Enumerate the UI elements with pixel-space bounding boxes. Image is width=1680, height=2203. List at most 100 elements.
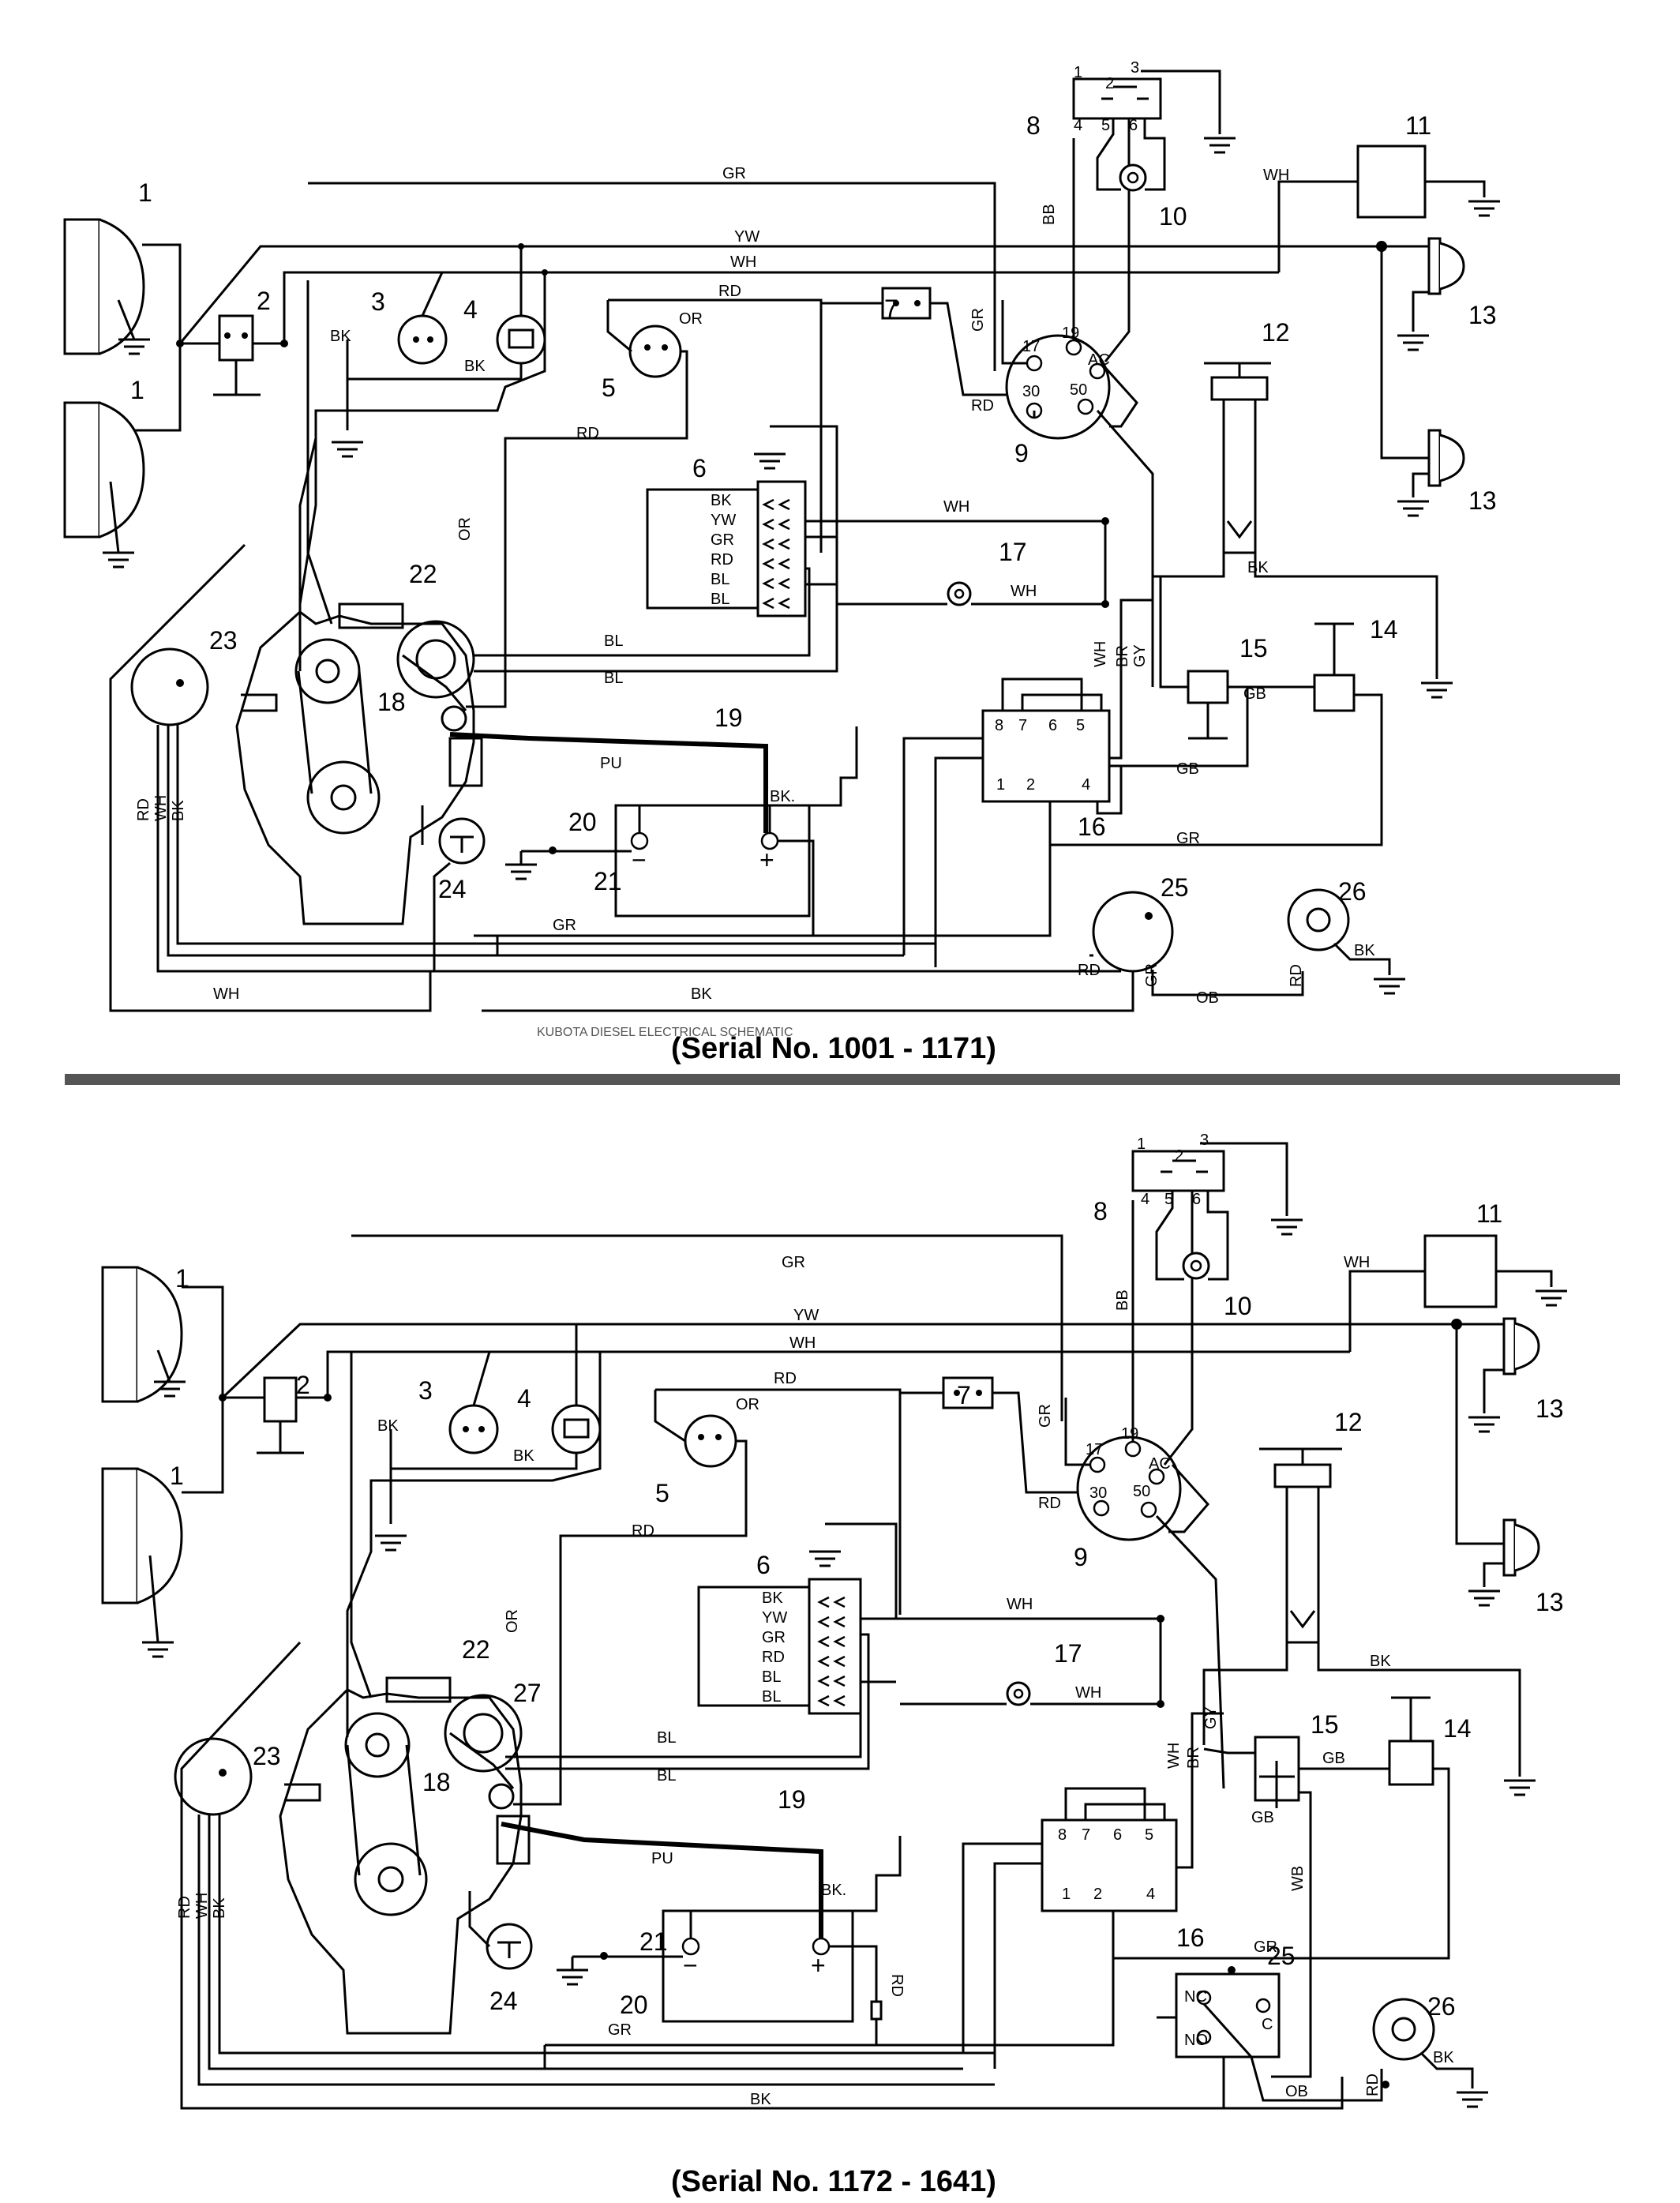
wire-label-yw: YW: [793, 1307, 819, 1324]
sender-23: [130, 647, 209, 726]
connector-6: [646, 488, 759, 610]
switch-14: [1313, 674, 1356, 712]
callout-7: 7: [957, 1381, 971, 1409]
wire-label-wh: WH: [1092, 641, 1109, 667]
callout-10: 10: [1159, 202, 1187, 231]
divider: [65, 1074, 1620, 1085]
callout-1: 1: [130, 376, 144, 404]
relay-8-pin: 4: [1141, 1191, 1149, 1208]
callout-2: 2: [257, 287, 271, 315]
callout-15: 15: [1239, 634, 1268, 662]
wire-label-gr: GR: [782, 1254, 805, 1271]
wire-label-rd: RD: [135, 798, 152, 821]
callout-11: 11: [1405, 111, 1431, 140]
indicator-17: [947, 581, 972, 606]
rear-lamp-13b: [1427, 429, 1465, 487]
connector-6-pin-label: GR: [762, 1629, 786, 1646]
relay-16-pin: 8: [1058, 1826, 1067, 1844]
callout-4: 4: [517, 1384, 531, 1413]
wire-label-br: BR: [1185, 1747, 1202, 1769]
relay-16-pin: 4: [1082, 776, 1090, 794]
ignition-pin: 50: [1070, 381, 1087, 399]
callout-6: 6: [756, 1551, 771, 1579]
wire-label-ob: OB: [1285, 2083, 1308, 2100]
wire-label-gb: GB: [1322, 1750, 1345, 1767]
callout-5: 5: [602, 373, 616, 402]
callout-16: 16: [1176, 1923, 1205, 1952]
relay-16-pin: 6: [1048, 717, 1057, 734]
wire-label-gr: GR: [722, 165, 746, 182]
ignition-pin: 30: [1022, 383, 1040, 400]
wire-label-bb: BB: [1114, 1289, 1131, 1311]
wire-label-gr: GR: [969, 308, 987, 332]
connector-6-terminal: [817, 1635, 846, 1648]
switch-12-b: [1273, 1463, 1332, 1488]
connector-6-pin-label: YW: [711, 512, 736, 529]
relay-8-pin: 2: [1105, 75, 1114, 92]
callout-8: 8: [1026, 111, 1041, 140]
callout-19: 19: [714, 704, 743, 732]
wire-label-wh: WH: [943, 498, 969, 516]
connector-6-pin-label: BK: [711, 492, 732, 509]
relay-8-pin: 1: [1137, 1135, 1146, 1153]
callout-23: 23: [253, 1742, 281, 1770]
module-11-b: [1423, 1234, 1498, 1308]
switch-25-b: [1175, 1972, 1281, 2059]
wire-label-gb: GB: [1243, 685, 1266, 703]
callout-10: 10: [1224, 1292, 1252, 1320]
callout-24: 24: [438, 875, 467, 903]
relay-8-b: [1131, 1150, 1225, 1192]
connector-6-pin-label: BL: [711, 571, 729, 588]
callout-8: 8: [1093, 1197, 1108, 1225]
wire-label-rd: RD: [1078, 962, 1101, 979]
labels-layer: (Serial No. 1001 - 1171)(Serial No. 1172…: [130, 59, 1564, 2198]
switch-15: [1187, 670, 1229, 704]
switch-2-b: [263, 1376, 298, 1423]
engine-top: [235, 602, 483, 925]
ignition-pin: 17: [1086, 1441, 1103, 1458]
relay-16-pin: 2: [1026, 776, 1035, 794]
ignition-pin: AC: [1088, 351, 1110, 369]
wire-label-bk: BK: [464, 358, 486, 375]
switch-25-pin: NC: [1184, 1988, 1207, 2006]
wire-label-bk: BK: [1370, 1653, 1391, 1670]
callout-13: 13: [1468, 301, 1497, 329]
wire-label-bk: BK: [377, 1417, 399, 1435]
battery-neg: −: [683, 1951, 698, 1980]
callout-20: 20: [620, 1991, 648, 2019]
callout-6: 6: [692, 454, 707, 482]
sensor-5-b: [684, 1414, 737, 1468]
callout-14: 14: [1443, 1714, 1472, 1743]
battery-pos: +: [759, 846, 774, 874]
callout-13: 13: [1468, 486, 1497, 515]
wire-label-wh: WH: [730, 253, 756, 271]
fuse-7-b: [942, 1376, 994, 1409]
connector-6-terminal: [817, 1675, 846, 1687]
wire-label-wh: WH: [213, 985, 239, 1003]
connector-6-pin-label: BL: [711, 591, 729, 608]
relay-8-pin: 3: [1200, 1132, 1209, 1149]
connector-6-pin-label: RD: [762, 1649, 785, 1666]
connector-6-terminal: [817, 1655, 846, 1668]
wire-label-gb: GB: [1251, 1809, 1274, 1826]
ignition-pin: AC: [1149, 1455, 1171, 1473]
wire-label-gr: GR: [608, 2021, 632, 2039]
wire-label-bk: BK: [1247, 559, 1269, 576]
wire-label-bk-dot: BK.: [770, 788, 795, 805]
callout-17: 17: [999, 538, 1027, 566]
callout-3: 3: [371, 287, 385, 316]
callout-20: 20: [568, 808, 597, 836]
diagram-serial-1001-1171: [63, 69, 1502, 1012]
connector-6-pin-label: BL: [762, 1668, 781, 1686]
sensor-3: [397, 314, 448, 365]
relay-16-pin: 7: [1018, 717, 1027, 734]
callout-4: 4: [463, 295, 478, 324]
sensor-3-b: [448, 1404, 499, 1454]
callout-18: 18: [377, 688, 406, 716]
relay-16: [981, 709, 1111, 803]
callout-22: 22: [462, 1635, 490, 1664]
connector-6-terminal: [762, 498, 790, 511]
connector-6-terminal: [762, 518, 790, 531]
battery-20: [614, 804, 811, 918]
relay-16-pin: 6: [1113, 1826, 1122, 1844]
